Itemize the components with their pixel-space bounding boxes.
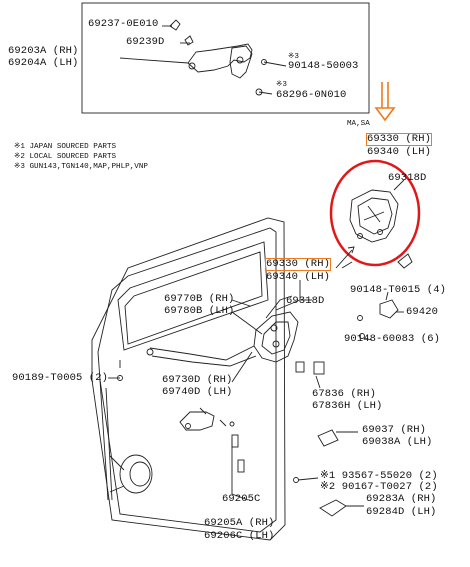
outside-handle-frame [187, 43, 253, 73]
label-69205a: 69205A (RH) [204, 517, 275, 529]
down-arrow-icon [374, 82, 396, 122]
label-90167: ※2 90167-T0027 (2) [320, 481, 438, 493]
label-69330-callout: 69330 (RH) [365, 133, 433, 146]
label-69205c: 69205C [222, 493, 261, 505]
note-local: ※2 LOCAL SOURCED PARTS [14, 153, 117, 161]
highlight-circle [329, 159, 421, 267]
callout-pointer [335, 246, 355, 269]
label-69038: 69038A (LH) [362, 436, 433, 448]
label-69284: 69284D (LH) [366, 506, 437, 518]
label-69330-main: 69330 (RH) [264, 258, 332, 271]
label-69237: 69237-0E010 [88, 18, 159, 30]
label-69037: 69037 (RH) [362, 424, 427, 436]
label-90148-60083: 90148-60083 (6) [344, 333, 441, 345]
inset-box [81, 2, 370, 114]
label-69420: 69420 [406, 306, 439, 318]
label-69780: 69780B (LH) [164, 305, 235, 317]
door-lock-callout [349, 189, 399, 243]
mark-68296: ※3 [276, 81, 287, 89]
label-90148-t0015: 90148-T0015 (4) [350, 284, 447, 296]
label-69206: 69206C (LH) [204, 530, 275, 542]
label-69770: 69770B (RH) [164, 293, 235, 305]
label-69239: 69239D [126, 36, 165, 48]
label-69318-main: 69318D [286, 295, 325, 307]
label-69203: 69203A (RH) [8, 45, 79, 57]
note-japan: ※1 JAPAN SOURCED PARTS [14, 143, 117, 151]
label-69283: 69283A (RH) [366, 493, 437, 505]
label-67836: 67836 (RH) [312, 388, 377, 400]
label-90189: 90189-T0005 (2) [12, 372, 109, 384]
inside-handle [179, 411, 215, 431]
label-90148-50003: 90148-50003 [288, 60, 359, 72]
label-69318-callout: 69318D [388, 172, 427, 184]
label-93567: ※1 93567-55020 (2) [320, 470, 438, 482]
label-69340-callout: 69340 (LH) [367, 146, 432, 158]
label-67836h: 67836H (LH) [312, 400, 383, 412]
label-69340-main: 69340 (LH) [266, 271, 331, 283]
label-69740: 69740D (LH) [162, 386, 233, 398]
label-masa: MA,SA [347, 120, 370, 128]
lock-cable [149, 345, 255, 361]
label-69204: 69204A (LH) [8, 57, 79, 69]
note-gun: ※3 GUN143,TGN140,MAP,PHLP,VNP [14, 163, 148, 171]
door-lock-assembly [253, 311, 299, 363]
door-outline [91, 217, 286, 541]
label-69730: 69730D (RH) [162, 374, 233, 386]
mark-90148: ※3 [288, 53, 299, 61]
label-68296: 68296-0N010 [276, 89, 347, 101]
